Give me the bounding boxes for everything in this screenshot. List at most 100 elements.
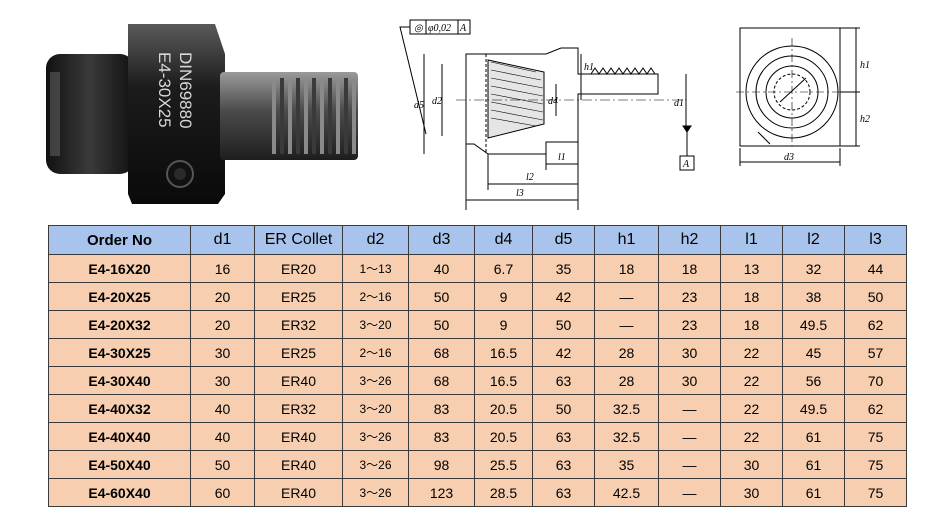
cell-order-no: E4-20X25 — [48, 282, 191, 311]
cell-l3: 57 — [844, 338, 907, 367]
cell-er-collet: ER40 — [254, 450, 343, 479]
cell-er-collet: ER25 — [254, 282, 343, 311]
cell-l1: 22 — [720, 338, 783, 367]
product-photo: DIN69880 E4-30X25 — [46, 24, 358, 204]
tolerance-datum: A — [459, 23, 467, 34]
serration-tooth — [312, 78, 316, 154]
cell-d5: 42 — [532, 282, 595, 311]
header-l3: l3 — [844, 225, 907, 255]
cell-er-collet: ER40 — [254, 422, 343, 451]
cell-l1: 22 — [720, 422, 783, 451]
serration-tooth — [352, 78, 356, 154]
cell-d5: 42 — [532, 338, 595, 367]
header-l2: l2 — [782, 225, 845, 255]
cell-order-no: E4-16X20 — [48, 254, 191, 283]
cell-l3: 44 — [844, 254, 907, 283]
tolerance-value: φ0,02 — [428, 23, 451, 34]
label-d3: d3 — [784, 152, 794, 163]
cell-d1: 50 — [190, 450, 255, 479]
cell-h2: — — [658, 450, 721, 479]
collet-nut — [46, 54, 134, 174]
engraving-line2: E4-30X25 — [155, 52, 174, 128]
cell-h2: 30 — [658, 366, 721, 395]
serration-tooth — [344, 78, 348, 154]
cell-l3: 70 — [844, 366, 907, 395]
cell-d3: 68 — [408, 366, 475, 395]
serration-tooth — [336, 78, 340, 154]
cell-d3: 68 — [408, 338, 475, 367]
cell-h1: 35 — [594, 450, 659, 479]
cell-l2: 38 — [782, 282, 845, 311]
cell-d1: 30 — [190, 338, 255, 367]
cell-l1: 22 — [720, 366, 783, 395]
header-d4: d4 — [474, 225, 533, 255]
cell-l2: 61 — [782, 478, 845, 507]
cell-d5: 63 — [532, 478, 595, 507]
cell-d4: 16.5 — [474, 366, 533, 395]
cell-l3: 75 — [844, 450, 907, 479]
cell-l3: 62 — [844, 394, 907, 423]
header-d2: d2 — [342, 225, 409, 255]
cell-l2: 49.5 — [782, 394, 845, 423]
cell-d2: 3～26 — [342, 422, 409, 451]
header-l1: l1 — [720, 225, 783, 255]
datum-label: A — [682, 159, 690, 170]
cell-d3: 98 — [408, 450, 475, 479]
cell-h1: 32.5 — [594, 422, 659, 451]
cell-d1: 30 — [190, 366, 255, 395]
cell-d1: 20 — [190, 282, 255, 311]
serration-tooth — [280, 78, 284, 154]
cell-d2: 3～20 — [342, 394, 409, 423]
cell-er-collet: ER40 — [254, 478, 343, 507]
cell-h2: — — [658, 478, 721, 507]
cell-l1: 30 — [720, 478, 783, 507]
cell-h2: 23 — [658, 282, 721, 311]
header-d1: d1 — [190, 225, 255, 255]
cell-l2: 32 — [782, 254, 845, 283]
cell-d5: 35 — [532, 254, 595, 283]
cell-h2: — — [658, 394, 721, 423]
cell-h1: 32.5 — [594, 394, 659, 423]
label-h1: h1 — [584, 62, 594, 73]
header-h1: h1 — [594, 225, 659, 255]
flange-block — [128, 24, 225, 204]
cell-l2: 45 — [782, 338, 845, 367]
cell-l3: 50 — [844, 282, 907, 311]
cell-l3: 75 — [844, 478, 907, 507]
cell-l2: 61 — [782, 450, 845, 479]
cell-d5: 50 — [532, 394, 595, 423]
cell-l3: 62 — [844, 310, 907, 339]
cell-h2: — — [658, 422, 721, 451]
concentricity-symbol: ◎ — [414, 23, 424, 34]
cell-d2: 2～16 — [342, 282, 409, 311]
cell-d2: 2～16 — [342, 338, 409, 367]
cell-h1: 28 — [594, 338, 659, 367]
header-d3: d3 — [408, 225, 475, 255]
cell-d4: 20.5 — [474, 394, 533, 423]
cell-er-collet: ER32 — [254, 394, 343, 423]
cell-order-no: E4-30X25 — [48, 338, 191, 367]
cell-d3: 50 — [408, 310, 475, 339]
cell-order-no: E4-20X32 — [48, 310, 191, 339]
cell-order-no: E4-50X40 — [48, 450, 191, 479]
serration-tooth — [320, 78, 324, 154]
cell-d4: 6.7 — [474, 254, 533, 283]
cell-d4: 16.5 — [474, 338, 533, 367]
cell-d3: 123 — [408, 478, 475, 507]
cell-d5: 50 — [532, 310, 595, 339]
front-view-drawing: h1 h2 d3 — [736, 27, 870, 166]
cell-h1: 28 — [594, 366, 659, 395]
engraving-line1: DIN69880 — [176, 52, 195, 129]
cell-d1: 20 — [190, 310, 255, 339]
label-l2: l2 — [526, 172, 534, 183]
cell-d1: 40 — [190, 394, 255, 423]
cell-d4: 20.5 — [474, 422, 533, 451]
label-d2: d2 — [432, 96, 442, 107]
serration-tooth — [296, 78, 300, 154]
cell-order-no: E4-30X40 — [48, 366, 191, 395]
